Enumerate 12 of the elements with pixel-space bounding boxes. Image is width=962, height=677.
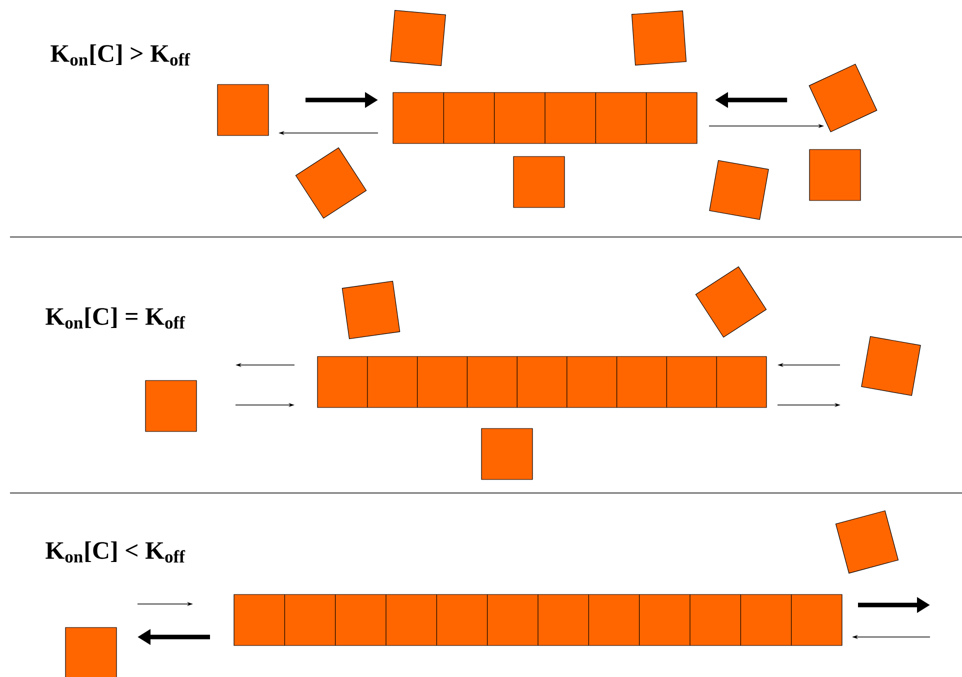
filament-bar	[392, 92, 698, 144]
monomer-square	[809, 149, 861, 201]
monomer-square	[145, 380, 197, 432]
monomer-square	[513, 156, 565, 208]
formula-label: K$_{on}$[C] < K$_{off}$	[46, 541, 186, 563]
formula-label: K$_{on}$[C] > K$_{off}$	[50, 44, 190, 66]
filament-bar	[234, 594, 842, 646]
filament-bar	[317, 356, 767, 408]
monomer-square	[65, 627, 117, 677]
formula-label: K$_{on}$[C] = K$_{off}$	[46, 307, 186, 329]
monomer-square	[217, 84, 269, 136]
monomer-square	[481, 428, 533, 480]
